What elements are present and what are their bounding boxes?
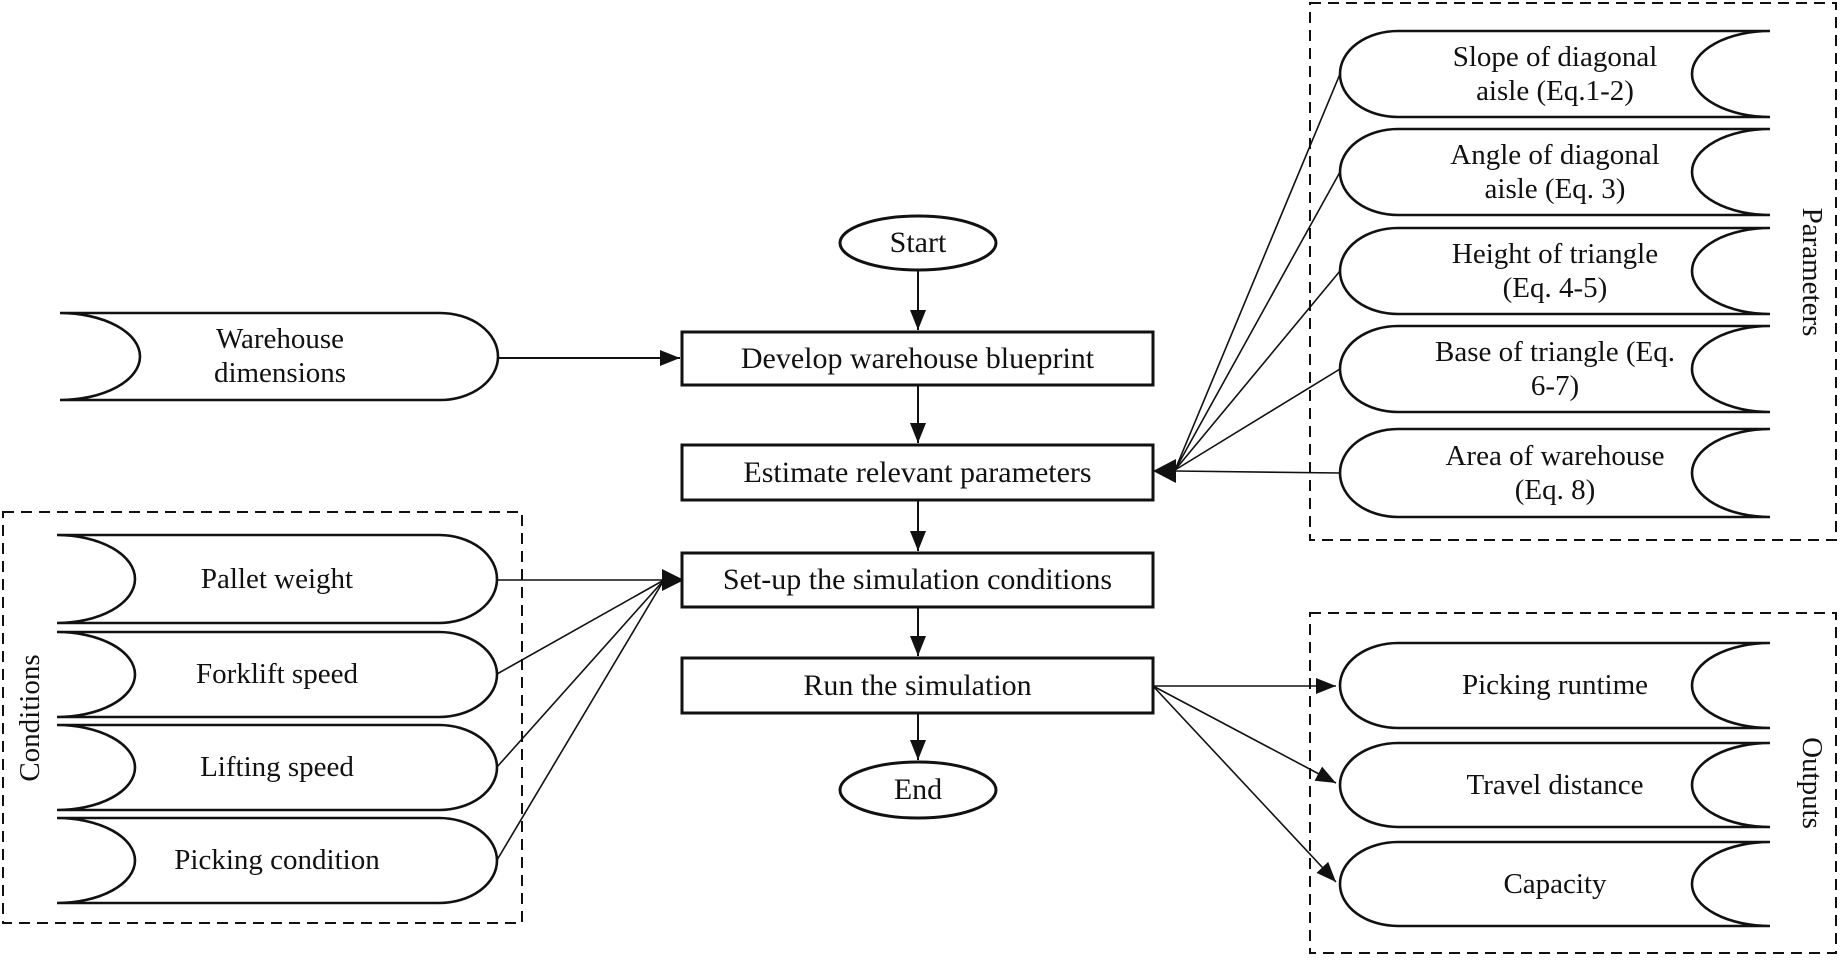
shape-end-terminator [838,760,998,820]
parameters-arrowhead [1153,459,1176,483]
conditions-group [2,511,523,924]
outputs-group [1309,612,1837,954]
shape-lifting-speed [56,723,499,812]
shape-angle-diagonal-aisle [1338,127,1771,217]
shape-setup-conditions [680,551,1155,609]
parameter-height-label: Height of triangle (Eq. 4-5) [1451,237,1659,304]
outputs-fan-lines [1152,678,1337,883]
outputs-group-label: Outputs [1796,737,1829,829]
step-setup-conditions-label: Set-up the simulation conditions [722,563,1113,597]
output-capacity-label: Capacity [1503,867,1607,900]
condition-lifting-speed-label: Lifting speed [200,751,354,784]
shape-picking-runtime [1338,641,1771,730]
shape-pallet-weight [56,533,499,625]
parameter-base-label: Base of triangle (Eq. 6-7) [1435,335,1675,402]
output-travel-distance-label: Travel distance [1466,768,1644,801]
shape-run-simulation [680,656,1155,715]
parameters-fan-lines [1174,73,1341,474]
parameter-angle-label: Angle of diagonal aisle (Eq. 3) [1450,138,1660,205]
start-label: Start [889,226,947,260]
shape-slope-diagonal-aisle [1338,29,1771,119]
shape-capacity [1338,840,1771,928]
shape-picking-condition [56,816,499,905]
step-estimate-parameters-label: Estimate relevant parameters [743,455,1092,489]
shape-warehouse-dimensions [59,311,500,402]
shape-start-terminator [838,214,998,272]
shape-height-of-triangle [1338,226,1771,316]
step-develop-blueprint-label: Develop warehouse blueprint [740,341,1095,375]
conditions-group-label: Conditions [13,654,46,782]
shape-area-of-warehouse [1338,427,1771,519]
shape-estimate-parameters [680,443,1155,502]
condition-picking-condition-label: Picking condition [174,844,380,877]
parameters-group-label: Parameters [1796,207,1829,337]
flow-arrows [498,270,926,760]
warehouse-dimensions-label: Warehouse dimensions [213,322,347,389]
conditions-fan-lines [496,579,665,861]
shape-forklift-speed [56,630,499,719]
shape-base-of-triangle [1338,324,1771,414]
parameter-slope-label: Slope of diagonal aisle (Eq.1-2) [1452,40,1658,107]
shape-develop-blueprint [680,330,1155,387]
parameter-area-label: Area of warehouse (Eq. 8) [1445,439,1665,506]
shape-travel-distance [1338,741,1771,829]
parameters-group [1309,2,1837,541]
output-picking-runtime-label: Picking runtime [1461,669,1649,702]
conditions-arrowhead [662,569,684,591]
condition-pallet-weight-label: Pallet weight [200,562,354,595]
step-run-simulation-label: Run the simulation [803,668,1032,702]
end-label: End [893,773,943,807]
condition-forklift-speed-label: Forklift speed [196,658,358,691]
